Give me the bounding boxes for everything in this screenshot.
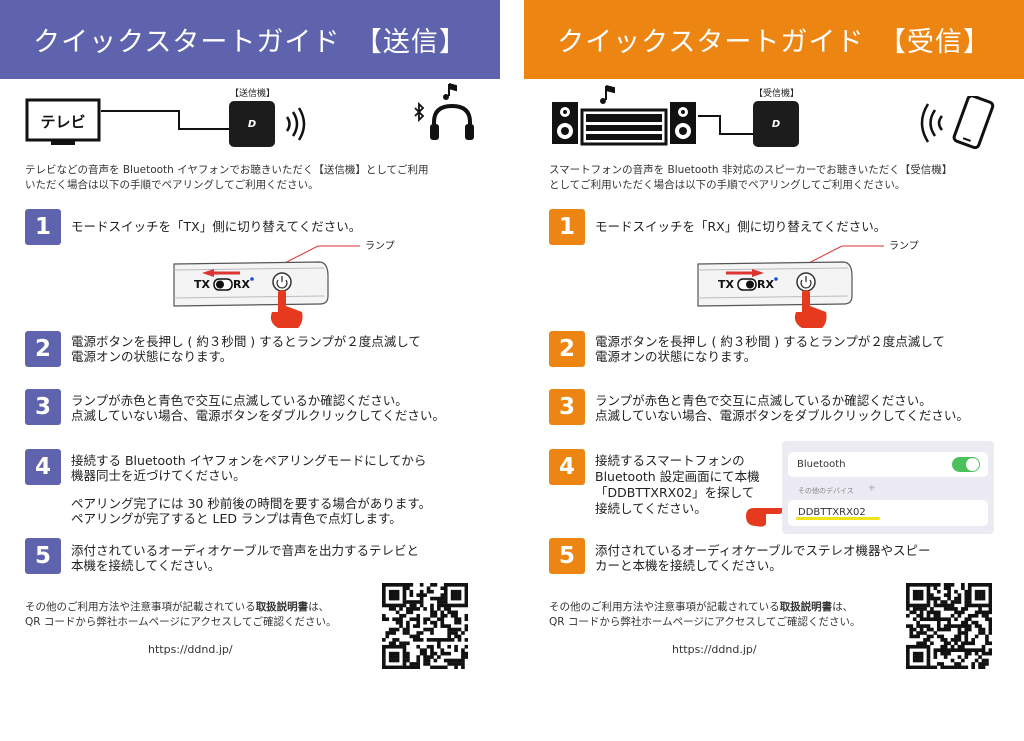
manual-notice: その他のご利用方法や注意事項が記載されている取扱説明書は、 QR コードから弊社… bbox=[25, 601, 337, 628]
step-2-badge: 2 bbox=[549, 331, 585, 367]
bluetooth-toggle-row: Bluetooth bbox=[788, 452, 988, 477]
switch-tx-label: TX bbox=[194, 278, 211, 291]
audio-cable-icon bbox=[698, 115, 754, 135]
step-2-text: 電源ボタンを長押し ( 約３秒間 ) するとランプが２度点滅して電源オンの状態に… bbox=[595, 334, 945, 364]
smartphone-icon bbox=[920, 96, 995, 150]
intro-text: スマートフォンの音声を Bluetooth 非対応のスピーカーでお聴きいただく【… bbox=[549, 164, 953, 191]
stereo-system-icon bbox=[552, 85, 696, 146]
page-title: クイックスタートガイド 【送信】 bbox=[0, 0, 500, 79]
mode-switch-diagram: ランプ TX RX bbox=[173, 240, 395, 328]
bluetooth-headphones-icon bbox=[414, 83, 474, 140]
step-4-text: 接続する Bluetooth イヤフォンをペアリングモードにしてから機器同士を近… bbox=[71, 453, 427, 483]
step-4-badge: 4 bbox=[25, 449, 61, 485]
step-5-badge: 5 bbox=[549, 538, 585, 574]
transmitter-device-icon: D bbox=[229, 101, 275, 147]
step-4-badge: 4 bbox=[549, 449, 585, 485]
step-5-badge: 5 bbox=[25, 538, 61, 574]
step-1-badge: 1 bbox=[549, 209, 585, 245]
lamp-label: ランプ bbox=[365, 240, 395, 252]
tv-icon: テレビ bbox=[25, 98, 101, 145]
highlight-underline bbox=[796, 517, 880, 520]
loading-spinner-icon: ✳ bbox=[868, 484, 876, 494]
website-link[interactable]: https://ddnd.jp/ bbox=[148, 643, 233, 656]
switch-rx-label: RX bbox=[757, 278, 774, 291]
sound-waves-icon bbox=[285, 107, 306, 141]
receiver-device-icon: D bbox=[753, 101, 799, 147]
device-list-item[interactable]: DDBTTXRX02 bbox=[788, 500, 988, 526]
step-4-note: ペアリング完了には 30 秒前後の時間を要する場合があります。ペアリングが完了す… bbox=[71, 496, 432, 526]
step-3-badge: 3 bbox=[25, 389, 61, 425]
switch-rx-label: RX bbox=[233, 278, 250, 291]
step-2-badge: 2 bbox=[25, 331, 61, 367]
step-3-text: ランプが赤色と青色で交互に点滅しているか確認ください。点滅していない場合、電源ボ… bbox=[71, 393, 445, 423]
audio-cable-icon bbox=[101, 110, 231, 130]
device-logo: D bbox=[247, 118, 257, 130]
bluetooth-label: Bluetooth bbox=[797, 459, 846, 470]
other-devices-label: その他のデバイス bbox=[798, 487, 854, 495]
manual-notice: その他のご利用方法や注意事項が記載されている取扱説明書は、 QR コードから弊社… bbox=[549, 601, 861, 628]
mode-switch-diagram: ランプ TX RX bbox=[697, 240, 919, 328]
transmitter-guide-panel: クイックスタートガイド 【送信】 テレビ 【送信機】 D テレビなどの音声を B… bbox=[0, 0, 500, 741]
pointing-hand-icon bbox=[746, 508, 783, 527]
qr-code-icon[interactable] bbox=[382, 583, 468, 669]
receiver-guide-panel: クイックスタートガイド 【受信】 【受信機】 D スマートフォンの音声を Blu… bbox=[524, 0, 1024, 741]
intro-text: テレビなどの音声を Bluetooth イヤフォンでお聴きいただく【送信機】とし… bbox=[25, 164, 429, 191]
receiver-tag: 【受信機】 bbox=[754, 89, 800, 99]
lamp-label: ランプ bbox=[889, 240, 919, 252]
qr-code-icon[interactable] bbox=[906, 583, 992, 669]
transmitter-tag: 【送信機】 bbox=[230, 89, 276, 99]
website-link[interactable]: https://ddnd.jp/ bbox=[672, 643, 757, 656]
step-5-text: 添付されているオーディオケーブルでステレオ機器やスピーカーと本機を接続してくださ… bbox=[595, 543, 931, 573]
step-1-badge: 1 bbox=[25, 209, 61, 245]
tv-label: テレビ bbox=[40, 113, 85, 131]
switch-tx-label: TX bbox=[718, 278, 735, 291]
step-3-badge: 3 bbox=[549, 389, 585, 425]
device-logo: D bbox=[771, 118, 781, 130]
step-5-text: 添付されているオーディオケーブルで音声を出力するテレビと本機を接続してください。 bbox=[71, 543, 420, 573]
step-1-text: モードスイッチを「TX」側に切り替えてください。 bbox=[71, 219, 362, 234]
page-title: クイックスタートガイド 【受信】 bbox=[524, 0, 1024, 79]
step-3-text: ランプが赤色と青色で交互に点滅しているか確認ください。点滅していない場合、電源ボ… bbox=[595, 393, 969, 423]
step-2-text: 電源ボタンを長押し ( 約３秒間 ) するとランプが２度点滅して電源オンの状態に… bbox=[71, 334, 421, 364]
device-name: DDBTTXRX02 bbox=[798, 507, 866, 518]
bluetooth-settings-screen: Bluetooth その他のデバイス ✳ DDBTTXRX02 bbox=[782, 441, 994, 534]
bluetooth-toggle[interactable] bbox=[952, 457, 980, 472]
step-1-text: モードスイッチを「RX」側に切り替えてください。 bbox=[595, 219, 887, 234]
